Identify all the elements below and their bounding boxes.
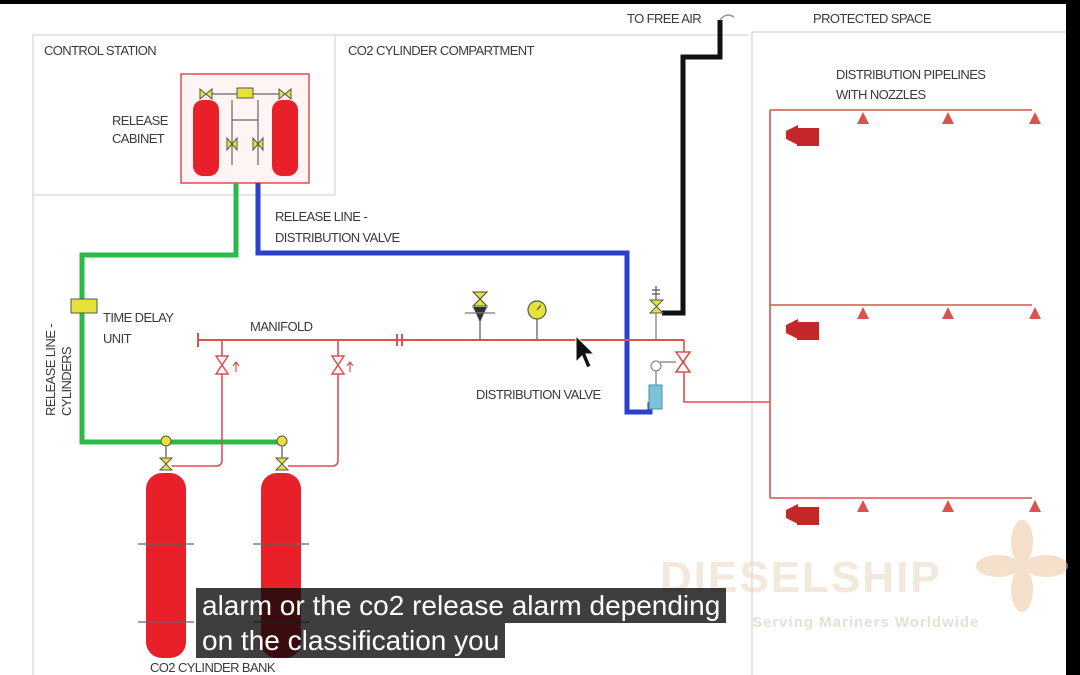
- co2-cylinder-bank-label: CO2 CYLINDER BANK: [150, 660, 276, 675]
- diagram-labels: TO FREE AIR PROTECTED SPACE CONTROL STAT…: [43, 11, 987, 675]
- nozzle-icon: [942, 500, 954, 512]
- co2-compartment-label: CO2 CYLINDER COMPARTMENT: [348, 43, 535, 58]
- vent-valve-stem: [652, 286, 660, 300]
- pilot-valve-right-icon: [278, 87, 292, 101]
- release-line-distribution-pipe: [255, 183, 653, 415]
- cylinder-2-branch-pipe: [288, 340, 339, 467]
- free-air-outlet: [719, 14, 735, 21]
- vent-to-free-air-line: [662, 20, 723, 316]
- vent-valve-icon: [648, 299, 665, 314]
- safety-valve-icon: [471, 291, 489, 307]
- mouse-cursor-icon: [575, 334, 596, 369]
- release-cabinet: [180, 73, 310, 184]
- manifold-label: MANIFOLD: [250, 319, 313, 334]
- release-line-cylinders-label-line2: CYLINDERS: [59, 346, 74, 416]
- time-delay-unit: [70, 298, 98, 314]
- release-line-cylinders-pipe: [79, 183, 282, 445]
- cabinet-valve-left-icon: [226, 136, 238, 152]
- watermark-tagline: Serving Mariners Worldwide: [752, 614, 979, 631]
- nozzles: [857, 112, 1041, 512]
- cylinder-valve-1-icon: [158, 457, 174, 471]
- release-cabinet-label-line1: RELEASE: [112, 113, 169, 128]
- dieselship-watermark: DIESELSHIP Serving Mariners Worldwide: [660, 520, 1068, 631]
- protected-space-label: PROTECTED SPACE: [813, 11, 932, 26]
- time-delay-unit-label-line1: TIME DELAY: [103, 310, 174, 325]
- flow-arrow-1-icon: [232, 361, 240, 372]
- middle-horn-icon: [786, 319, 798, 339]
- caption-line-1: alarm or the co2 release alarm depending: [196, 588, 727, 623]
- frame-right-border: [1066, 0, 1080, 675]
- nozzle-icon: [1029, 307, 1041, 319]
- distribution-valve-label: DISTRIBUTION VALVE: [476, 387, 601, 402]
- cabinet-valve-right-icon: [252, 136, 264, 152]
- release-line-cylinders-label-line1: RELEASE LINE -: [43, 324, 58, 416]
- check-valve-2-icon: [330, 355, 346, 375]
- safety-valve-base: [473, 307, 487, 322]
- upper-horn-body: [797, 128, 819, 146]
- to-free-air-label: TO FREE AIR: [627, 11, 701, 26]
- distribution-valve-assembly: [648, 340, 770, 410]
- pilot-cylinder-left: [193, 100, 219, 176]
- distribution-valve-icon: [674, 351, 692, 373]
- cylinder-1-branch-pipe: [172, 340, 223, 467]
- check-valve-1-icon: [214, 355, 230, 375]
- cabinet-manifold-block: [236, 87, 254, 99]
- distribution-pipelines-label-line2: WITH NOZZLES: [836, 87, 927, 102]
- nozzle-icon: [857, 307, 869, 319]
- pilot-cylinder-right: [272, 100, 298, 176]
- watermark-propeller-icon: [976, 520, 1068, 612]
- cylinder-actuator-1: [160, 435, 172, 447]
- release-line-distribution-label-line1: RELEASE LINE -: [275, 209, 367, 224]
- nozzle-icon: [942, 307, 954, 319]
- nozzle-icon: [857, 112, 869, 124]
- manifold-flange: [396, 334, 403, 346]
- control-station-box: [32, 34, 336, 196]
- compartment-boundaries: [32, 31, 1066, 675]
- distribution-actuator-head: [650, 360, 662, 372]
- distribution-pipelines: [769, 109, 1041, 525]
- pressure-gauge-needle: [536, 304, 542, 311]
- time-delay-unit-label-line2: UNIT: [103, 331, 132, 346]
- upper-horn-icon: [786, 125, 798, 145]
- distribution-actuator-cylinder: [648, 384, 663, 410]
- release-cabinet-label-line2: CABINET: [112, 131, 165, 146]
- manifold: [172, 286, 684, 467]
- lower-horn-body: [797, 507, 819, 525]
- middle-horn-body: [797, 322, 819, 340]
- release-line-distribution-label-line2: DISTRIBUTION VALVE: [275, 230, 400, 245]
- caption-line-2: on the classification you: [196, 623, 506, 658]
- control-station-label: CONTROL STATION: [44, 43, 156, 58]
- flow-arrow-2-icon: [346, 361, 354, 372]
- subtitle-captions: alarm or the co2 release alarm depending…: [196, 588, 727, 658]
- pilot-valve-left-icon: [199, 87, 213, 101]
- nozzle-icon: [1029, 500, 1041, 512]
- frame-top-border: [0, 0, 1080, 4]
- release-line-cylinders-label: RELEASE LINE - CYLINDERS: [43, 324, 74, 416]
- nozzle-icon: [857, 500, 869, 512]
- cylinder-valve-2-icon: [274, 457, 290, 471]
- lower-horn-icon: [786, 504, 798, 524]
- cylinder-actuator-2: [276, 435, 288, 447]
- distribution-pipelines-label-line1: DISTRIBUTION PIPELINES: [836, 67, 986, 82]
- nozzle-icon: [1029, 112, 1041, 124]
- nozzle-icon: [942, 112, 954, 124]
- co2-cylinder-1: [146, 473, 186, 658]
